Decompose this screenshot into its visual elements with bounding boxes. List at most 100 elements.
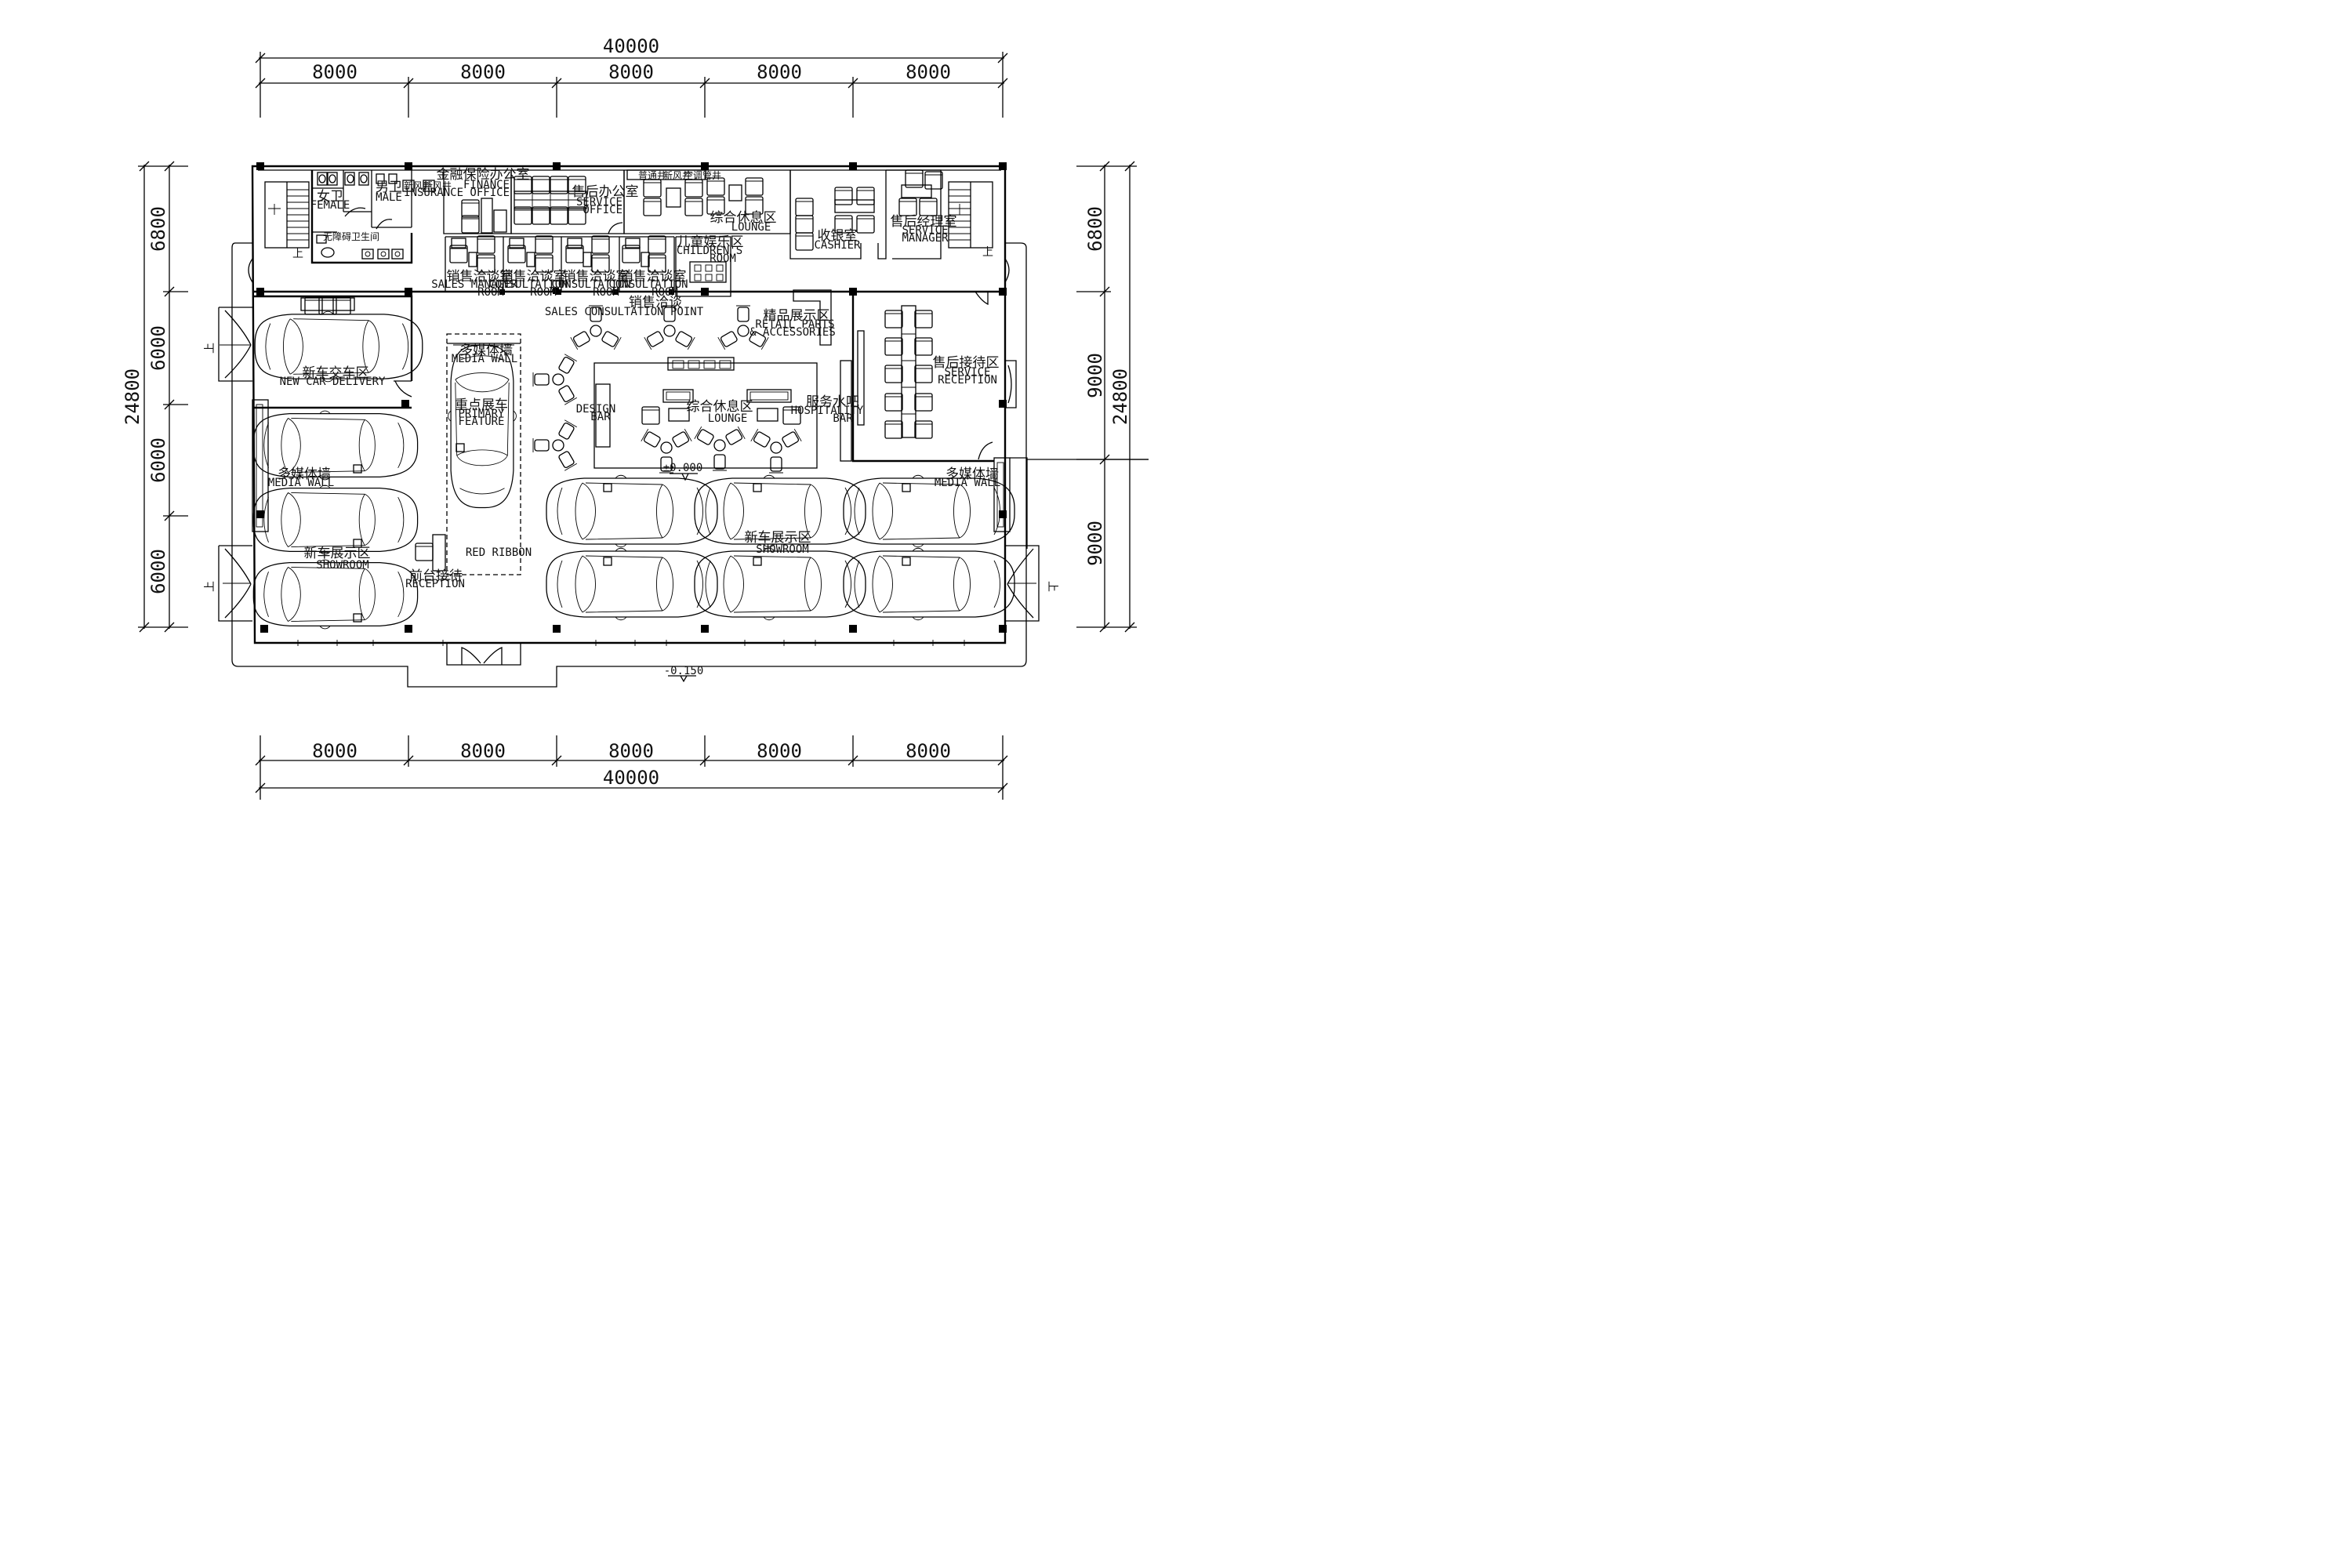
consult-room-1-zh: 销售洽谈室: [500, 269, 567, 285]
dim-right-bay-3: 9000: [1084, 521, 1106, 566]
dimension-left: 24800 6800 6000 6000 6000: [122, 161, 188, 633]
main-showroom: 新车展示区 SHOWROOM: [546, 474, 1015, 621]
new-car-delivery-area: 新车交车区 NEW CAR DELIVERY: [252, 295, 423, 409]
retail-en1: RETAIL PARTS: [755, 318, 834, 331]
primary-feature-zh: 重点展车: [455, 397, 508, 413]
sales-point-zh: 销售洽谈: [629, 295, 682, 310]
consult-room-3-en1: CONSULTATION: [608, 278, 688, 291]
service-manager-en2: MANAGER: [902, 232, 949, 245]
dim-top-total: 40000: [603, 35, 659, 57]
dim-right-total: 24800: [1109, 368, 1131, 425]
new-car-delivery-en: NEW CAR DELIVERY: [280, 376, 386, 388]
retail-parts-area: 精品展示区 RETAIL PARTS & ACCESSORIES: [750, 289, 836, 346]
media-wall-left-en: MEDIA WALL: [268, 477, 334, 489]
exterior-level-label: -0.150: [664, 665, 704, 677]
media-wall-left-zh: 多媒体墙: [278, 466, 331, 482]
stair-right: 上: [948, 181, 993, 259]
dim-top-bay-3: 8000: [608, 61, 654, 83]
dim-bottom-bay-5: 8000: [906, 740, 951, 762]
accessible-wc-label: 无障碍卫生间: [323, 230, 379, 242]
cashier-en: CASHIER: [814, 239, 861, 252]
design-bar-en2: BAR: [590, 411, 611, 423]
cashier-zh: 收银室: [818, 228, 858, 244]
consult-room-3-zh: 销售洽谈室: [620, 269, 687, 285]
media-wall-center-zh: 多媒体墙: [459, 343, 513, 358]
stair-left: 上: [264, 181, 310, 260]
consult-room-1-en1: CONSULTATION: [488, 278, 568, 291]
service-reception-zh: 售后接待区: [933, 355, 1000, 371]
finance-office-en2: INSURANCE OFFICE: [404, 187, 510, 199]
finance-office-zh: 金融保险办公室: [437, 167, 530, 183]
dim-bottom-bay-2: 8000: [460, 740, 506, 762]
dim-bottom-bay-1: 8000: [312, 740, 358, 762]
male-wc-zh: 男卫: [376, 180, 402, 195]
service-reception-en2: RECEPTION: [938, 374, 997, 387]
red-ribbon-zone: 多媒体墙 MEDIA WALL 重点展车 PRIMARY FEATURE RED…: [405, 333, 532, 590]
stair-left-up-label: 上: [292, 248, 303, 260]
hospitality-bar-en2: BAR: [833, 412, 853, 425]
dim-right-bay-2: 9000: [1084, 353, 1106, 398]
shaft-b-label: 新风井: [423, 180, 452, 191]
retail-en2: & ACCESSORIES: [750, 326, 836, 339]
sales-manager-room-zh: 销售洽谈室: [447, 269, 514, 285]
lounge-top-en: LOUNGE: [731, 221, 771, 234]
female-wc-zh: 女卫: [317, 189, 343, 205]
dim-top-bay-1: 8000: [312, 61, 358, 83]
service-reception-area: 服务水吧 HOSPITALITY BAR 售后接待区 SERVICE RECEP…: [791, 291, 1000, 489]
dim-top-bay-4: 8000: [757, 61, 802, 83]
design-bar-en1: DESIGN: [576, 403, 616, 416]
sales-manager-room-en2: ROOM: [477, 286, 504, 299]
retail-zh: 精品展示区: [764, 308, 830, 324]
sales-manager-room-en1: SALES MANAGER: [431, 278, 517, 291]
dim-bottom-bay-3: 8000: [608, 740, 654, 762]
dim-left-bay-3: 6000: [147, 437, 169, 483]
shaft-d-label: 新风井: [663, 169, 691, 181]
dim-bottom-total: 40000: [603, 767, 659, 789]
service-manager-zh: 售后经理室: [891, 214, 957, 230]
left-showroom: 多媒体墙 MEDIA WALL 新车展示区 SHOWROOM: [252, 410, 419, 630]
dim-left-bay-2: 6000: [147, 325, 169, 371]
reception-zh: 前台接待: [409, 568, 463, 584]
left-entry-up-2: 上: [204, 581, 216, 592]
shaft-a-label: 新风井: [404, 180, 432, 191]
dimension-bottom: 8000 8000 8000 8000 8000 40000: [255, 735, 1008, 800]
exterior-marks: -0.150 上 上 上: [204, 343, 1058, 683]
primary-feature-en1: PRIMARY: [458, 408, 505, 420]
right-entry-up: 上: [1046, 581, 1058, 592]
media-wall-center-en: MEDIA WALL: [452, 353, 517, 365]
showroom-main-en: SHOWROOM: [756, 543, 808, 556]
reception-en: RECEPTION: [405, 578, 465, 590]
sales-consultation-area: 销售洽谈 SALES CONSULTATION POINT: [526, 295, 769, 475]
consult-room-2-en2: ROOM: [593, 286, 619, 299]
finance-office-en1: FINANCE: [463, 179, 510, 191]
consult-room-3-en2: ROOM: [652, 286, 678, 299]
wc-fixtures: [316, 172, 404, 260]
dimension-right: 6800 9000 9000 24800: [1076, 161, 1149, 633]
lounge-top-zh: 综合休息区: [710, 210, 777, 226]
media-wall-right-en: MEDIA WALL: [935, 477, 1000, 489]
dim-left-total: 24800: [122, 368, 143, 425]
sales-point-en: SALES CONSULTATION POINT: [545, 306, 704, 318]
dimension-top: 40000 8000 8000 8000 8000 8000: [255, 35, 1008, 118]
lounge-center: DESIGN BAR 综合休息区 LOUNGE ±0.000: [576, 357, 818, 481]
showroom-left-en: SHOWROOM: [316, 559, 368, 572]
stair-right-up-label: 上: [982, 246, 993, 259]
dim-right-bay-1: 6800: [1084, 206, 1106, 252]
consult-room-1-en2: ROOM: [530, 286, 557, 299]
hospitality-bar-zh: 服务水吧: [806, 394, 859, 410]
female-wc-en: FEMALE: [310, 199, 350, 212]
back-of-house: 上 女卫 FEMALE 男卫 MALE 无障碍卫生间 新风井 新风井 金融保险办…: [252, 165, 1005, 299]
dim-bottom-bay-4: 8000: [757, 740, 802, 762]
consult-room-2-en1: CONSULTATION: [551, 278, 630, 291]
showroom-main-zh: 新车展示区: [745, 530, 811, 546]
dim-left-bay-4: 6000: [147, 549, 169, 594]
lounge-center-zh: 综合休息区: [687, 399, 753, 415]
children-room-zh: 儿童娱乐区: [677, 234, 744, 250]
service-office-en2: OFFICE: [583, 204, 622, 216]
new-car-delivery-zh: 新车交车区: [303, 365, 369, 381]
lounge-center-en: LOUNGE: [708, 412, 748, 425]
dim-left-bay-1: 6800: [147, 206, 169, 252]
showroom-left-zh: 新车展示区: [304, 546, 371, 561]
floor-level-label: ±0.000: [663, 462, 703, 474]
